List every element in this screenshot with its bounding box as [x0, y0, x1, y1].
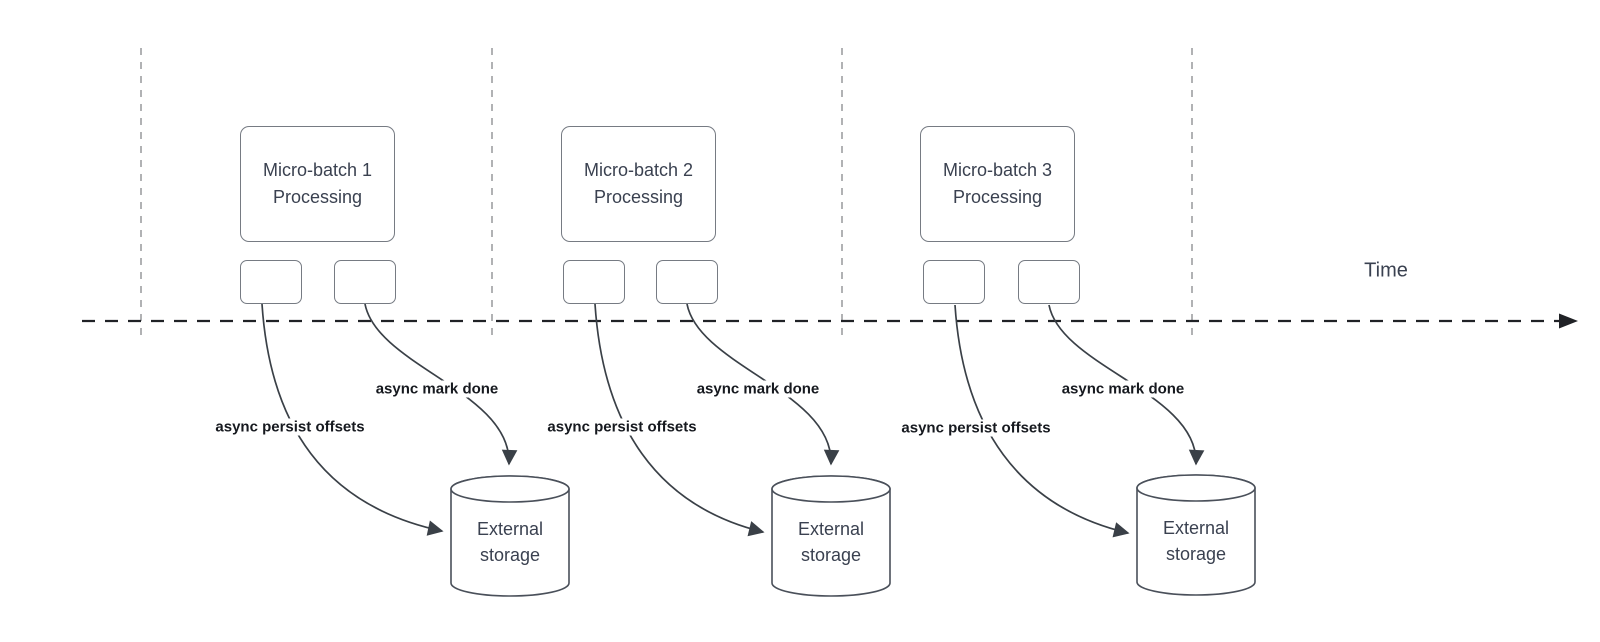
batch-3-mark-task-box [1018, 260, 1080, 304]
batch-1-mark-task-box [334, 260, 396, 304]
mark-done-label-2: async mark done [693, 380, 823, 398]
persist-offsets-arrow-3 [954, 304, 1130, 538]
time-axis-label: Time [1364, 259, 1408, 282]
cylinder-top-ellipse [771, 475, 891, 503]
persist-offsets-label-2: async persist offsets [544, 418, 700, 436]
batch-1-persist-task-box [240, 260, 302, 304]
cylinder-top-ellipse [1136, 474, 1256, 502]
micro-batch-2-processing-box: Micro-batch 2 Processing [561, 126, 716, 242]
external-storage-cylinder-1 [450, 475, 570, 597]
micro-batch-2-processing-label: Micro-batch 2 Processing [583, 160, 694, 207]
mark-done-label-1: async mark done [372, 380, 502, 398]
external-storage-cylinder-3 [1136, 474, 1256, 596]
persist-offsets-label-3: async persist offsets [898, 419, 1054, 437]
external-storage-label-2: External storage [797, 519, 865, 565]
micro-batch-1-processing-label: Micro-batch 1 Processing [262, 160, 373, 207]
external-storage-cylinder-2 [771, 475, 891, 597]
external-storage-label-1: External storage [476, 519, 544, 565]
persist-offsets-arrow-2 [594, 303, 765, 537]
time-axis-arrowhead-icon [1559, 313, 1578, 329]
micro-batch-3-processing-label: Micro-batch 3 Processing [942, 160, 1053, 207]
mark-done-label-3: async mark done [1058, 380, 1188, 398]
batch-3-persist-task-box [923, 260, 985, 304]
mark-done-arrow-1 [364, 303, 518, 466]
cylinder-top-ellipse [450, 475, 570, 503]
batch-2-mark-task-box [656, 260, 718, 304]
persist-offsets-label-1: async persist offsets [212, 418, 368, 436]
persist-offsets-arrow-1 [261, 303, 444, 536]
external-storage-label-3: External storage [1162, 518, 1230, 564]
batch-2-persist-task-box [563, 260, 625, 304]
micro-batch-1-processing-box: Micro-batch 1 Processing [240, 126, 395, 242]
mark-done-arrow-2 [686, 303, 840, 466]
micro-batch-3-processing-box: Micro-batch 3 Processing [920, 126, 1075, 242]
